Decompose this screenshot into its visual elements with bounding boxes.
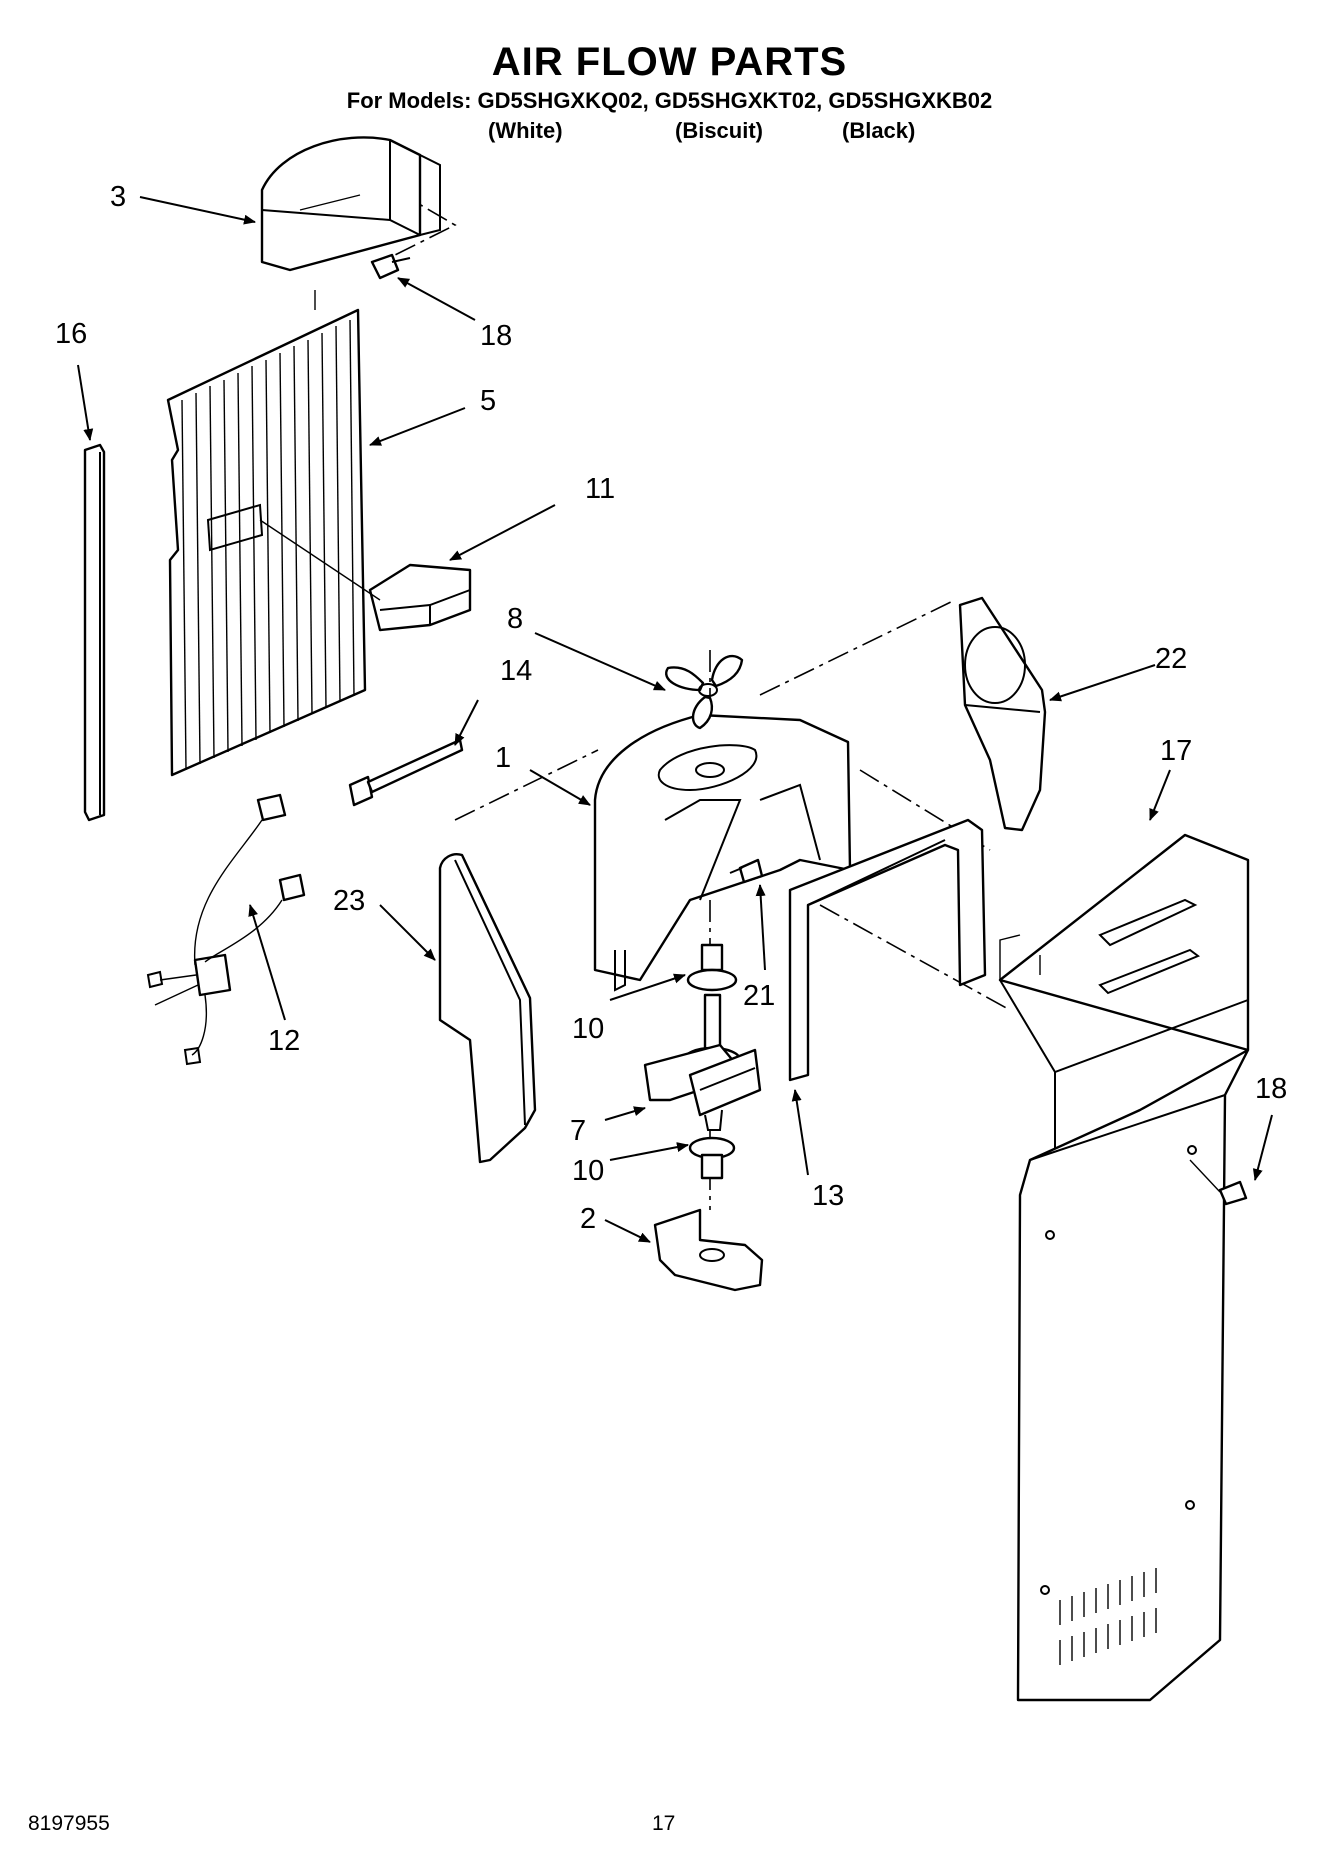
vent-slots [1059, 1568, 1157, 1665]
part-2-bracket [653, 1208, 764, 1292]
page-title: AIR FLOW PARTS [491, 40, 848, 84]
part-16-strip [83, 443, 106, 822]
callout-2: 2 [580, 1203, 596, 1235]
part-8-fan-blade [665, 654, 744, 730]
models-line: For Models: GD5SHGXKQ02, GD5SHGXKT02, GD… [346, 88, 993, 113]
part-10-grommet-upper [686, 943, 738, 992]
part-7-motor [643, 993, 762, 1131]
callout-22: 22 [1155, 643, 1187, 675]
callout-3: 3 [110, 181, 126, 213]
part-18-screw-right [1189, 1159, 1248, 1206]
part-18-screw-top [370, 253, 411, 280]
part-1-fan-shroud [593, 713, 852, 992]
part-22-panel [958, 596, 1047, 832]
callout-10-upper: 10 [572, 1013, 604, 1045]
part-17-rear-panel [998, 833, 1250, 1702]
callout-10-lower: 10 [572, 1155, 604, 1187]
part-14-tie-strap [348, 738, 464, 807]
part-5-grille-panel [166, 290, 367, 777]
callout-18-right: 18 [1255, 1073, 1287, 1105]
callout-5: 5 [480, 385, 496, 417]
color-biscuit: (Biscuit) [675, 118, 763, 143]
callout-17: 17 [1160, 735, 1192, 767]
color-black: (Black) [842, 118, 916, 143]
part-12-wire-harness [146, 793, 306, 1066]
part-11-clip [259, 519, 472, 632]
page-number: 17 [652, 1812, 676, 1835]
part-13-u-frame [788, 818, 987, 1082]
callout-11: 11 [585, 473, 615, 505]
callout-14: 14 [500, 655, 532, 687]
callout-23: 23 [333, 885, 365, 917]
part-3-duct-cover [260, 136, 441, 272]
callout-18-top: 18 [480, 320, 512, 352]
part-21-screw [729, 858, 764, 884]
callout-7: 7 [570, 1115, 586, 1147]
doc-number: 8197955 [28, 1812, 110, 1835]
callout-8: 8 [507, 603, 523, 635]
color-white: (White) [488, 118, 563, 143]
part-10-grommet-lower [688, 1136, 736, 1180]
callout-12: 12 [268, 1025, 300, 1057]
part-23-side-panel [438, 853, 537, 1164]
callout-16: 16 [55, 318, 87, 350]
callout-21: 21 [743, 980, 775, 1012]
callout-13: 13 [812, 1180, 844, 1212]
callout-1: 1 [495, 742, 511, 774]
